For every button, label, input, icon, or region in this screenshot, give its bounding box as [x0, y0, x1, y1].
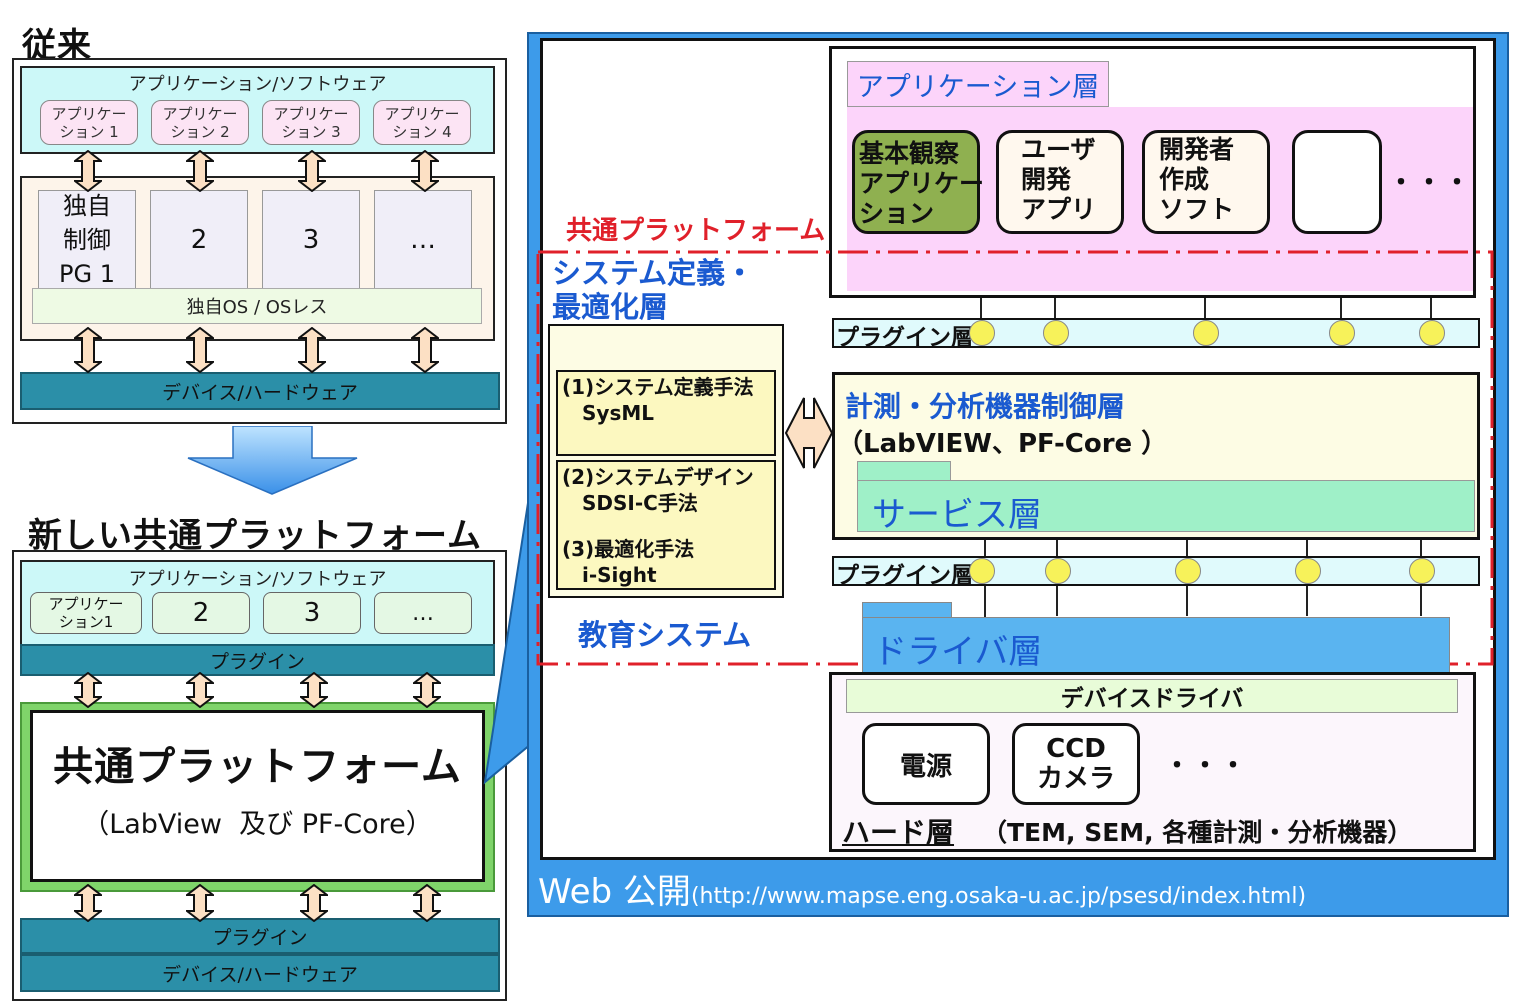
double-arrow — [74, 672, 102, 708]
connector-line — [980, 298, 982, 330]
connector-line — [1054, 298, 1056, 330]
new-plugin-bottom: プラグイン — [20, 918, 500, 954]
new-device-bar: デバイス/ハードウェア — [20, 954, 500, 992]
plugin-layer-1-label: プラグイン層 — [836, 325, 974, 351]
service-layer-label: サービス層 — [872, 495, 1042, 535]
app-empty-slot — [1292, 130, 1382, 234]
hw-power: 電源 — [862, 723, 990, 805]
double-arrow — [186, 327, 214, 373]
hw-ccd-camera: CCD カメラ — [1012, 723, 1140, 805]
double-arrow — [186, 150, 214, 192]
driver-layer-label: ドライバ層 — [873, 632, 1043, 672]
common-platform-boundary — [536, 250, 1494, 666]
new-app-3: 3 — [263, 592, 361, 634]
legacy-app-2: アプリケー ション 2 — [151, 100, 249, 145]
education-system-label: 教育システム — [578, 618, 752, 652]
double-arrow — [298, 150, 326, 192]
sysdef-layer-label: システム定義・ 最適化層 — [552, 256, 755, 324]
legacy-app-1: アプリケー ション 1 — [40, 100, 138, 145]
control-layer-sub: （LabVIEW、PF-Core ） — [837, 429, 1168, 459]
double-arrow — [300, 672, 328, 708]
new-plugin-top: プラグイン — [20, 644, 495, 676]
plugin-node — [1295, 558, 1321, 584]
app-basic-observation: 基本観察 アプリケー ション — [852, 130, 984, 234]
hw-layer-label: ハード層 — [842, 816, 955, 849]
plugin-layer-1 — [832, 318, 1480, 348]
double-arrow — [413, 884, 441, 922]
new-app-1: アプリケー ション1 — [30, 592, 142, 634]
app-developer-software: 開発者 作成 ソフト — [1142, 130, 1270, 234]
sysdef-item-1: (1)システム定義手法 SysML — [556, 370, 776, 456]
double-arrow — [186, 672, 214, 708]
web-publish-label: Web 公開(http://www.mapse.eng.osaka-u.ac.j… — [538, 864, 1306, 913]
double-arrow — [74, 150, 102, 192]
connector-line — [1056, 586, 1058, 616]
control-layer-box: 計測・分析機器制御層 （LabVIEW、PF-Core ） サービス層 — [832, 372, 1480, 540]
sysdef-item-2-3: (2)システムデザイン SDSI-C手法 (3)最適化手法 i-Sight — [556, 460, 776, 590]
double-arrow — [186, 884, 214, 922]
service-layer: サービス層 — [857, 480, 1475, 535]
driver-layer: ドライバ層 — [862, 617, 1450, 673]
platform-core-box: 共通プラットフォーム （LabView 及び PF-Core） — [30, 710, 485, 882]
connector-line — [1420, 586, 1422, 616]
app-user-developed: ユーザ 開発 アプリ — [996, 130, 1124, 234]
plugin-node — [1045, 558, 1071, 584]
double-arrow — [298, 327, 326, 373]
connector-line — [1430, 298, 1432, 330]
device-driver-bar: デバイスドライバ — [846, 679, 1458, 713]
plugin-node — [969, 320, 995, 346]
plugin-node — [969, 558, 995, 584]
plugin-node — [1175, 558, 1201, 584]
common-platform-label: 共通プラットフォーム — [566, 216, 826, 246]
sysdef-control-arrow — [784, 394, 834, 472]
double-arrow — [411, 150, 439, 192]
plugin-node — [1409, 558, 1435, 584]
double-arrow — [300, 884, 328, 922]
double-arrow — [74, 884, 102, 922]
legacy-os-bar: 独自OS / OSレス — [32, 288, 482, 324]
legacy-module-4: … — [374, 190, 472, 290]
plugin-node — [1419, 320, 1445, 346]
legacy-module-2: 2 — [150, 190, 248, 290]
sysdef-item-3: (3)最適化手法 i-Sight — [562, 537, 695, 587]
platform-core-sub: （LabView 及び PF-Core） — [82, 808, 433, 840]
connector-line — [1340, 298, 1342, 330]
sysdef-item-2: (2)システムデザイン SDSI-C手法 — [562, 465, 754, 515]
new-app-2: 2 — [152, 592, 250, 634]
app-more: ・・・ — [1388, 167, 1473, 198]
plugin-layer-2-label: プラグイン層 — [836, 563, 974, 589]
web-label: Web 公開 — [538, 872, 691, 912]
plugin-node — [1043, 320, 1069, 346]
new-app-4: … — [374, 592, 472, 634]
transition-down-arrow — [185, 425, 360, 496]
new-platform-title: 新しい共通プラットフォーム — [28, 516, 482, 556]
connector-line — [1204, 298, 1206, 330]
legacy-module-1: 独自 制御 PG 1 — [38, 190, 136, 290]
app-layer-label: アプリケーション層 — [847, 61, 1109, 107]
hardware-layer-box: デバイスドライバ 電源 CCD カメラ ・・・ ハード層 （TEM, SEM, … — [829, 672, 1476, 852]
connector-line — [1306, 586, 1308, 616]
legacy-module-3: 3 — [262, 190, 360, 290]
legacy-app-3: アプリケー ション 3 — [262, 100, 360, 145]
plugin-layer-2 — [832, 556, 1480, 586]
platform-core-title: 共通プラットフォーム — [53, 744, 462, 790]
hw-more: ・・・ — [1164, 750, 1249, 781]
legacy-device-bar: デバイス/ハードウェア — [20, 372, 500, 410]
double-arrow — [411, 327, 439, 373]
control-layer-title: 計測・分析機器制御層 — [845, 390, 1126, 423]
web-url[interactable]: (http://www.mapse.eng.osaka-u.ac.jp/pses… — [690, 884, 1307, 909]
new-app-bar-label: アプリケーション/ソフトウェア — [128, 569, 387, 590]
double-arrow — [413, 672, 441, 708]
hw-layer-desc: （TEM, SEM, 各種計測・分析機器） — [982, 818, 1413, 847]
legacy-app-bar-label: アプリケーション/ソフトウェア — [128, 74, 387, 95]
legacy-app-4: アプリケー ション 4 — [373, 100, 471, 145]
plugin-node — [1329, 320, 1355, 346]
connector-line — [1186, 586, 1188, 616]
plugin-node — [1193, 320, 1219, 346]
double-arrow — [74, 327, 102, 373]
